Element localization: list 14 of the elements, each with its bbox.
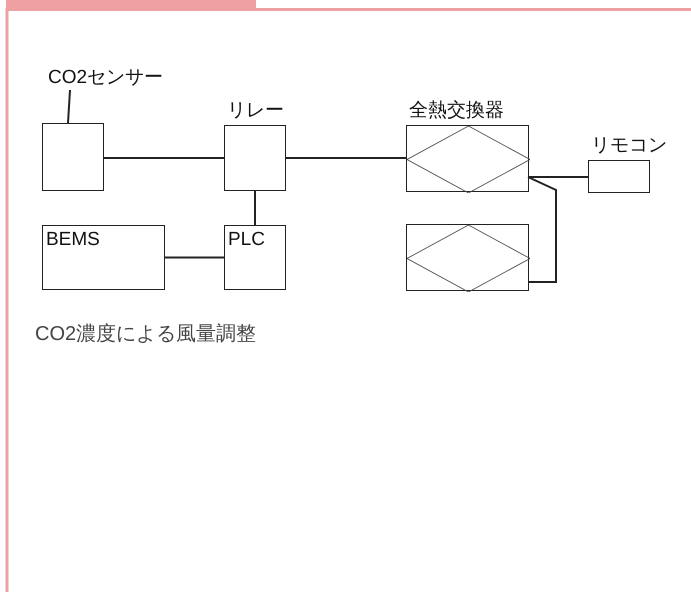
connection-line bbox=[286, 157, 406, 159]
component-label: リモコン bbox=[591, 134, 667, 158]
component-label: PLC bbox=[228, 228, 265, 252]
connection-line bbox=[528, 176, 557, 283]
caption-text: CO2濃度による風量調整 bbox=[35, 322, 256, 346]
connection-line bbox=[528, 176, 588, 178]
connection-line bbox=[165, 256, 224, 258]
connection-line bbox=[254, 191, 256, 225]
component-label: BEMS bbox=[46, 228, 100, 252]
component-label: 全熱交換器 bbox=[409, 99, 504, 123]
component-label: リレー bbox=[227, 99, 284, 123]
leader-line bbox=[67, 90, 71, 124]
connection-line bbox=[104, 157, 224, 159]
component-label: CO2センサー bbox=[48, 66, 164, 90]
